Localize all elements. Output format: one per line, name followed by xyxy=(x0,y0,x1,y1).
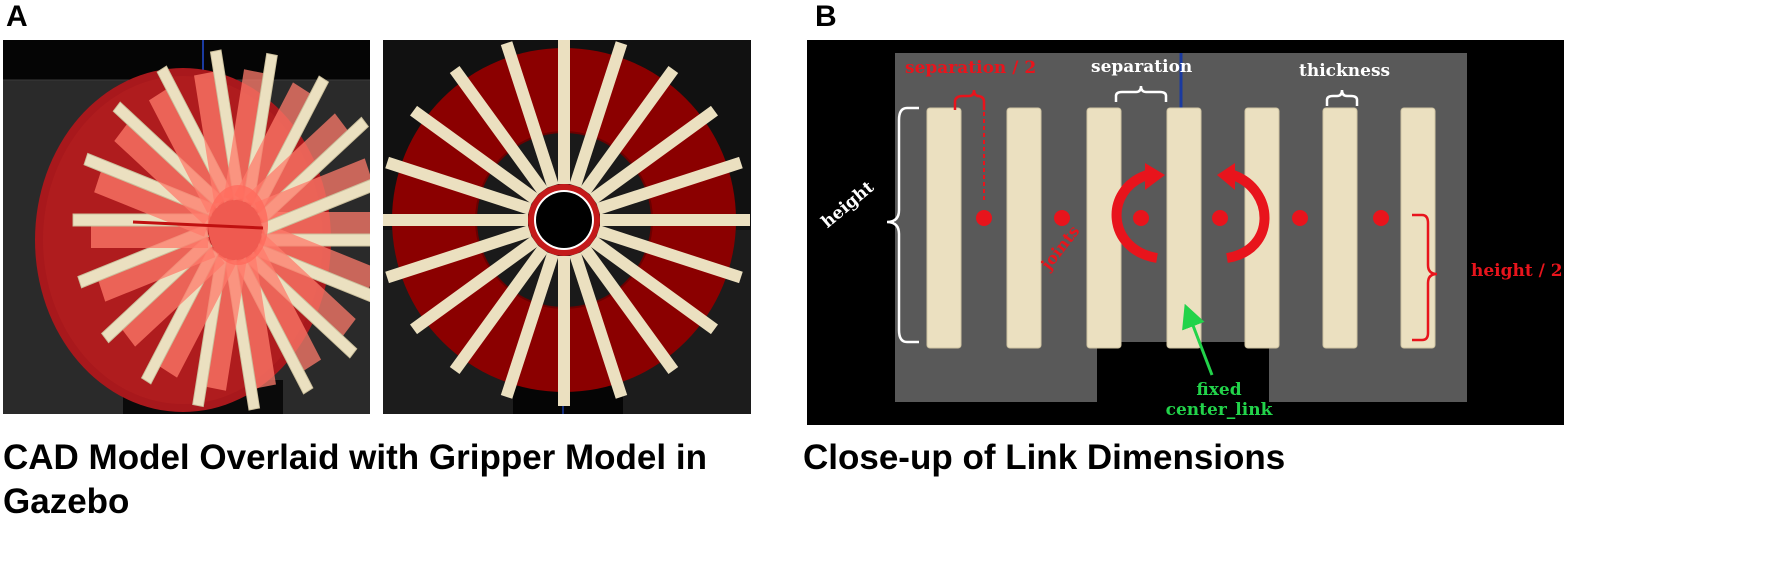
panel-a-letter: A xyxy=(6,0,28,33)
thickness-brace xyxy=(1325,89,1359,106)
gripper-fin xyxy=(589,236,719,335)
joint-marker xyxy=(1133,210,1149,226)
height-half-brace xyxy=(1412,213,1438,342)
panel-a-caption: CAD Model Overlaid with Gripper Model in… xyxy=(3,438,707,521)
separation-half-brace xyxy=(953,89,986,110)
gripper-fin xyxy=(558,40,570,184)
joint-marker xyxy=(1054,210,1070,226)
label-height-half: height / 2 xyxy=(1471,261,1563,281)
gripper-fin xyxy=(385,156,532,215)
gripper-link xyxy=(1166,107,1202,349)
gripper-fin xyxy=(596,156,743,215)
gripper-fin xyxy=(409,105,539,204)
panel-b-letter: B xyxy=(815,0,837,33)
joint-markers xyxy=(976,210,1389,226)
cad-perspective-view xyxy=(3,40,370,414)
label-separation-half: separation / 2 xyxy=(905,58,1037,78)
separation-brace xyxy=(1114,85,1168,102)
gripper-fin xyxy=(569,252,628,399)
gripper-link xyxy=(926,107,962,349)
rotation-arrow-right xyxy=(1217,163,1270,263)
joint-marker xyxy=(1292,210,1308,226)
panel-b-caption: Close-up of Link Dimensions xyxy=(803,438,1286,477)
joint-marker xyxy=(1212,210,1228,226)
gripper-fin xyxy=(500,252,559,399)
gripper-link xyxy=(1322,107,1358,349)
gripper-fin xyxy=(409,236,539,335)
label-separation: separation xyxy=(1091,57,1193,77)
label-thickness: thickness xyxy=(1299,61,1391,81)
gripper-link xyxy=(1006,107,1042,349)
label-fixed: fixed xyxy=(1196,380,1242,400)
cad-front-view xyxy=(383,40,751,414)
gripper-fin xyxy=(383,214,528,226)
gripper-link xyxy=(1400,107,1436,349)
center-link-arrow xyxy=(1182,303,1214,376)
link-dimensions-view: separation / 2 separation thickness heig… xyxy=(807,40,1564,425)
label-center-link: center_link xyxy=(1165,400,1273,420)
gripper-fin xyxy=(596,225,743,284)
joint-marker xyxy=(976,210,992,226)
gripper-fin xyxy=(558,256,570,406)
gripper-fin xyxy=(580,245,679,375)
gripper-fin xyxy=(569,41,628,188)
rotation-arrow-left xyxy=(1111,163,1165,263)
gripper-fin xyxy=(449,65,548,195)
gripper-fin xyxy=(500,41,559,188)
gripper-fin xyxy=(600,214,750,226)
joint-marker xyxy=(1373,210,1389,226)
gripper-fin xyxy=(580,65,679,195)
height-brace xyxy=(886,106,919,344)
label-fixed-center-link: fixed center_link xyxy=(1166,380,1273,420)
gripper-fin xyxy=(589,105,719,204)
gripper-fin xyxy=(385,225,532,284)
gripper-fin xyxy=(449,245,548,375)
